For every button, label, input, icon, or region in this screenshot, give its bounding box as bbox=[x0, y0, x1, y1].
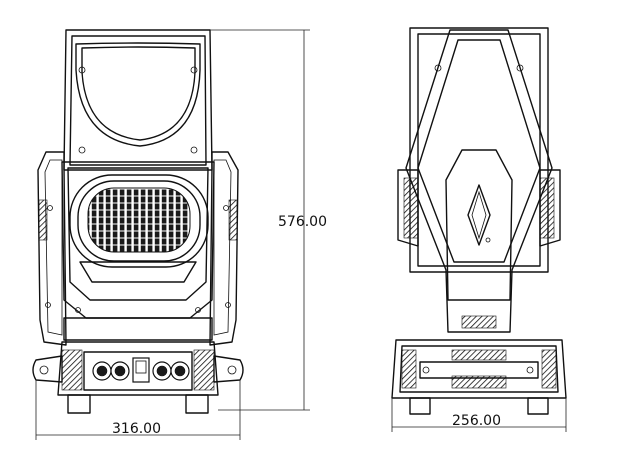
front-width-label: 316.00 bbox=[112, 421, 161, 437]
screw-icon bbox=[78, 146, 86, 154]
dimension-side-width: 256.00 bbox=[391, 398, 567, 432]
height-label: 576.00 bbox=[278, 214, 327, 230]
screw-icon bbox=[75, 307, 81, 313]
screw-icon bbox=[190, 66, 198, 74]
front-head bbox=[63, 29, 213, 171]
dmx-connector bbox=[92, 361, 112, 381]
front-body bbox=[61, 161, 215, 341]
screw-icon bbox=[434, 64, 442, 72]
display-screen bbox=[132, 357, 150, 383]
dimension-height: 576.00 bbox=[210, 29, 327, 411]
dmx-connector bbox=[110, 361, 130, 381]
diamond-emblem bbox=[467, 184, 491, 246]
front-yoke bbox=[37, 151, 239, 346]
led-array bbox=[87, 187, 191, 253]
screw-icon bbox=[223, 205, 229, 211]
led-panel-frame bbox=[69, 174, 209, 268]
power-connector bbox=[152, 361, 172, 381]
screw-icon bbox=[190, 146, 198, 154]
front-view bbox=[32, 29, 244, 414]
screw-icon bbox=[526, 366, 534, 374]
screw-icon bbox=[45, 302, 51, 308]
side-view bbox=[391, 27, 567, 415]
screw-icon bbox=[78, 66, 86, 74]
screw-icon bbox=[225, 302, 231, 308]
front-base bbox=[32, 341, 244, 414]
dimension-front-width: 316.00 bbox=[35, 380, 241, 440]
screw-icon bbox=[195, 307, 201, 313]
side-width-label: 256.00 bbox=[452, 413, 501, 429]
screw-icon bbox=[516, 64, 524, 72]
screw-icon bbox=[47, 205, 53, 211]
screw-icon bbox=[422, 366, 430, 374]
power-connector bbox=[170, 361, 190, 381]
